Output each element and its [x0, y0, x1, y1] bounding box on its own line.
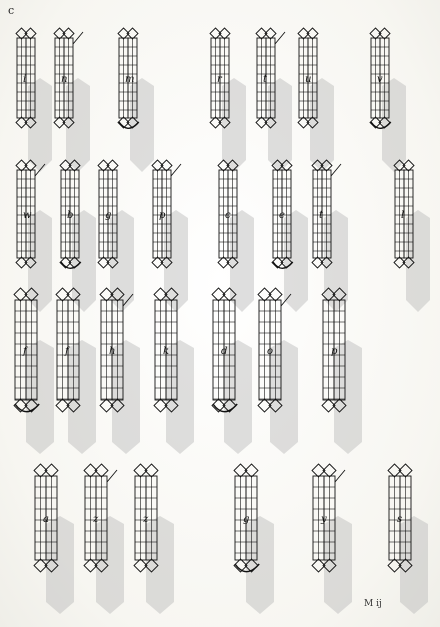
show-through-stroke	[324, 516, 352, 614]
letter-construction: k	[153, 287, 179, 413]
show-through-stroke	[146, 516, 174, 614]
letter-construction: a	[33, 463, 59, 573]
show-through-stroke	[382, 78, 406, 172]
letter-construction: u	[297, 27, 319, 129]
letter-construction: g	[97, 159, 119, 269]
show-through-stroke	[230, 210, 254, 312]
letter-construction: m	[117, 27, 140, 129]
show-through-stroke	[268, 78, 292, 172]
page-corner-mark: c	[8, 4, 14, 17]
letter-construction: s	[387, 463, 413, 573]
show-through-stroke	[246, 516, 274, 614]
letter-label: t	[263, 74, 268, 85]
letter-construction: h	[99, 287, 134, 413]
show-through-stroke	[66, 78, 90, 172]
letter-construction: t	[255, 27, 286, 129]
show-through-stroke	[166, 340, 194, 454]
letter-construction: o	[257, 287, 292, 413]
letter-construction: f	[55, 287, 81, 413]
letter-label: c	[225, 210, 231, 221]
letter-label: f	[22, 346, 29, 357]
show-through-stroke	[68, 340, 96, 454]
show-through-stroke	[270, 340, 298, 454]
letter-construction: v	[369, 27, 392, 129]
show-through-stroke	[130, 78, 154, 172]
show-through-stroke	[28, 78, 52, 172]
show-through-stroke	[46, 516, 74, 614]
letter-construction: y	[311, 463, 346, 573]
show-through-stroke	[28, 210, 52, 312]
letter-label: t	[319, 210, 324, 221]
show-through-stroke	[284, 210, 308, 312]
show-through-stroke	[110, 210, 134, 312]
letter-label: l	[401, 210, 404, 221]
letter-construction: z	[83, 463, 118, 573]
letter-label: e	[279, 210, 285, 221]
letter-label: o	[267, 346, 273, 357]
letter-label: n	[61, 74, 67, 85]
letter-label: v	[377, 74, 383, 85]
letter-label: b	[67, 210, 73, 221]
show-through-stroke	[334, 340, 362, 454]
letter-construction: z	[133, 463, 159, 573]
show-through-stroke	[224, 340, 252, 454]
show-through-layer	[26, 78, 430, 614]
letter-construction: p	[151, 159, 182, 269]
letter-label: m	[125, 74, 134, 85]
letter-label: g	[243, 514, 249, 525]
letter-label: u	[305, 74, 311, 85]
letter-construction: l	[393, 159, 415, 269]
letter-label: h	[109, 346, 115, 357]
letter-label: d	[221, 346, 227, 357]
show-through-stroke	[164, 210, 188, 312]
show-through-stroke	[26, 340, 54, 454]
letter-label: g	[105, 210, 111, 221]
letter-label: f	[64, 346, 71, 357]
letter-construction: i	[15, 27, 37, 129]
signature-mark: M ij	[364, 599, 382, 609]
letter-construction: g	[233, 463, 260, 573]
show-through-stroke	[72, 210, 96, 312]
letter-construction: w	[15, 159, 46, 269]
letter-label: s	[397, 514, 402, 525]
show-through-stroke	[400, 516, 428, 614]
show-through-stroke	[222, 78, 246, 172]
letter-constructions: i n m r t u v w b g p c e t l f f h k d o p a z z g y s	[13, 27, 415, 573]
letter-label: p	[331, 346, 338, 357]
show-through-stroke	[324, 210, 348, 312]
letter-construction: e	[271, 159, 294, 269]
letter-label: p	[159, 210, 166, 221]
letter-construction: t	[311, 159, 342, 269]
letter-label: i	[23, 74, 26, 85]
letter-label: a	[43, 514, 49, 525]
letter-label: z	[92, 514, 99, 525]
letter-label: w	[23, 210, 32, 221]
show-through-stroke	[406, 210, 430, 312]
letter-construction: p	[321, 287, 347, 413]
letter-construction: d	[211, 287, 238, 413]
letter-construction: f	[13, 287, 40, 413]
letter-label: z	[142, 514, 149, 525]
letter-label: k	[163, 346, 169, 357]
letter-label: r	[217, 74, 223, 85]
show-through-stroke	[310, 78, 334, 172]
show-through-stroke	[96, 516, 124, 614]
letter-construction: b	[59, 159, 82, 269]
letter-construction: n	[53, 27, 84, 129]
letter-label: y	[320, 514, 327, 525]
show-through-stroke	[112, 340, 140, 454]
letter-construction: c	[217, 159, 239, 269]
letter-construction: r	[209, 27, 231, 129]
